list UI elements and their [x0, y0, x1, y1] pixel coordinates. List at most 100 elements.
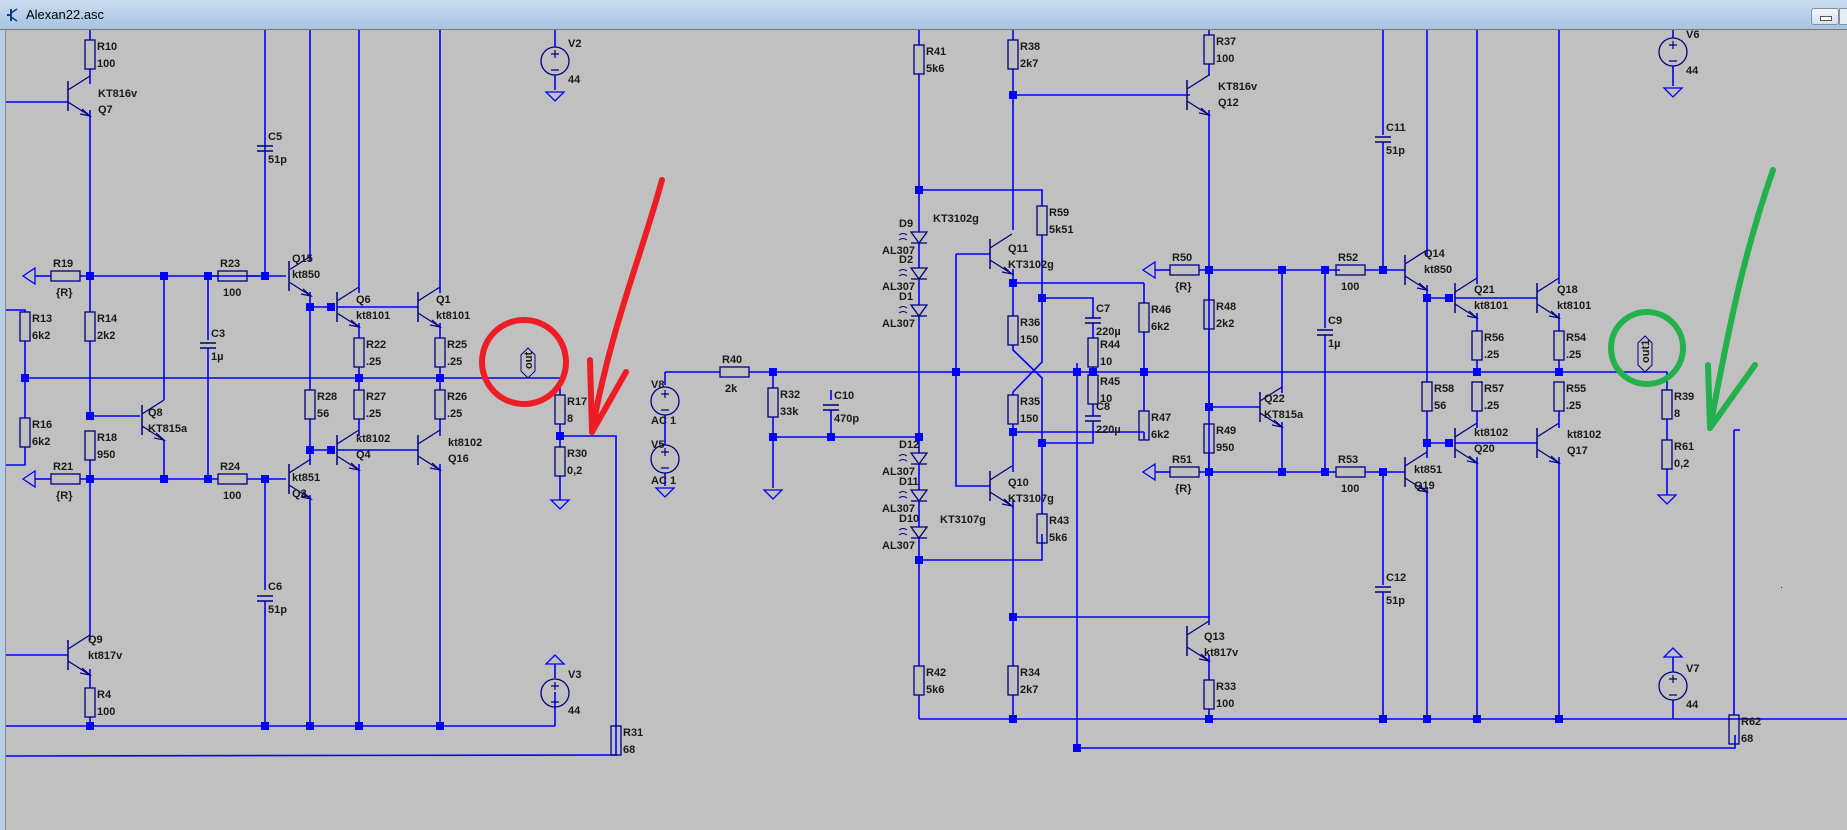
- resistor-r59[interactable]: [1036, 205, 1048, 236]
- resistor-body[interactable]: [1421, 381, 1433, 412]
- resistor-body[interactable]: [84, 430, 96, 461]
- transistor-q8[interactable]: [141, 399, 167, 442]
- wire[interactable]: [1077, 735, 1736, 749]
- voltage-source-v8[interactable]: [650, 386, 680, 416]
- transistor-q20[interactable]: [1454, 422, 1480, 465]
- resistor-body[interactable]: [434, 389, 446, 420]
- wire[interactable]: [919, 534, 1043, 561]
- capacitor-c10[interactable]: [823, 404, 839, 411]
- led-d10[interactable]: [898, 526, 929, 540]
- net-label-out[interactable]: out: [520, 347, 536, 379]
- resistor-r17[interactable]: [554, 394, 566, 425]
- resistor-body[interactable]: [1036, 205, 1048, 236]
- transistor-q13[interactable]: [1186, 620, 1212, 663]
- resistor-body[interactable]: [84, 311, 96, 342]
- transistor-q19[interactable]: [1404, 451, 1430, 494]
- resistor-body[interactable]: [304, 389, 316, 420]
- led-d11[interactable]: [898, 489, 929, 503]
- resistor-body[interactable]: [767, 387, 779, 418]
- resistor-r49[interactable]: [1203, 423, 1215, 454]
- resistor-r24[interactable]: [217, 473, 248, 485]
- transistor-q7[interactable]: [67, 75, 93, 118]
- resistor-r34[interactable]: [1007, 665, 1019, 696]
- transistor-q11[interactable]: [989, 233, 1015, 276]
- resistor-r25[interactable]: [434, 337, 446, 368]
- resistor-body[interactable]: [1007, 665, 1019, 696]
- wire[interactable]: [919, 189, 1043, 206]
- transistor-q21[interactable]: [1454, 277, 1480, 320]
- voltage-source-v6[interactable]: [1658, 37, 1688, 67]
- resistor-body[interactable]: [19, 417, 31, 448]
- resistor-r38[interactable]: [1007, 39, 1019, 70]
- resistor-body[interactable]: [1553, 330, 1565, 361]
- resistor-r54[interactable]: [1553, 330, 1565, 361]
- input-port-icon[interactable]: [1141, 462, 1156, 482]
- resistor-r32[interactable]: [767, 387, 779, 418]
- resistor-body[interactable]: [1471, 330, 1483, 361]
- wire[interactable]: [955, 254, 990, 487]
- resistor-body[interactable]: [1335, 264, 1366, 276]
- resistor-r22[interactable]: [353, 337, 365, 368]
- net-label-out1[interactable]: out1: [1637, 335, 1653, 373]
- resistor-body[interactable]: [1335, 466, 1366, 478]
- wire[interactable]: [5, 754, 617, 757]
- transistor-q4[interactable]: [336, 429, 362, 472]
- resistor-r37[interactable]: [1203, 34, 1215, 65]
- resistor-r56[interactable]: [1471, 330, 1483, 361]
- resistor-body[interactable]: [913, 665, 925, 696]
- resistor-body[interactable]: [554, 394, 566, 425]
- resistor-body[interactable]: [1203, 34, 1215, 65]
- resistor-body[interactable]: [1661, 439, 1673, 470]
- resistor-r4[interactable]: [84, 687, 96, 718]
- wire[interactable]: [6, 309, 26, 312]
- resistor-body[interactable]: [1203, 299, 1215, 330]
- resistor-body[interactable]: [1138, 410, 1150, 441]
- resistor-r51[interactable]: [1169, 466, 1200, 478]
- resistor-r55[interactable]: [1553, 381, 1565, 412]
- resistor-r46[interactable]: [1138, 302, 1150, 333]
- resistor-r14[interactable]: [84, 311, 96, 342]
- resistor-body[interactable]: [1661, 389, 1673, 420]
- resistor-body[interactable]: [1203, 679, 1215, 710]
- resistor-r19[interactable]: [50, 270, 81, 282]
- resistor-body[interactable]: [84, 687, 96, 718]
- resistor-r16[interactable]: [19, 417, 31, 448]
- resistor-body[interactable]: [1471, 381, 1483, 412]
- wire[interactable]: [1042, 297, 1094, 318]
- resistor-body[interactable]: [217, 270, 248, 282]
- resistor-body[interactable]: [50, 473, 81, 485]
- transistor-q17[interactable]: [1536, 422, 1562, 465]
- resistor-body[interactable]: [353, 337, 365, 368]
- input-port-icon[interactable]: [1141, 260, 1156, 280]
- transistor-q6[interactable]: [336, 286, 362, 329]
- resistor-r21[interactable]: [50, 473, 81, 485]
- transistor-q9[interactable]: [67, 634, 93, 677]
- resistor-r41[interactable]: [913, 44, 925, 75]
- capacitor-c5[interactable]: [257, 145, 273, 152]
- transistor-q14[interactable]: [1404, 249, 1430, 292]
- resistor-r18[interactable]: [84, 430, 96, 461]
- capacitor-c11[interactable]: [1375, 136, 1391, 143]
- transistor-q12[interactable]: [1186, 74, 1212, 117]
- capacitor-c7[interactable]: [1085, 317, 1101, 324]
- resistor-body[interactable]: [719, 366, 750, 378]
- resistor-body[interactable]: [1169, 264, 1200, 276]
- capacitor-c9[interactable]: [1317, 329, 1333, 336]
- transistor-q2[interactable]: [288, 458, 314, 501]
- transistor-q22[interactable]: [1259, 386, 1285, 429]
- resistor-r35[interactable]: [1007, 394, 1019, 425]
- resistor-body[interactable]: [217, 473, 248, 485]
- resistor-r36[interactable]: [1007, 315, 1019, 346]
- voltage-source-v5[interactable]: [650, 444, 680, 474]
- minimize-button[interactable]: [1811, 8, 1839, 25]
- resistor-body[interactable]: [1007, 394, 1019, 425]
- voltage-source-v2[interactable]: [540, 46, 570, 76]
- resistor-body[interactable]: [610, 725, 622, 756]
- resistor-body[interactable]: [1087, 337, 1099, 368]
- capacitor-c6[interactable]: [257, 595, 273, 602]
- transistor-q16[interactable]: [417, 429, 443, 472]
- resistor-r62[interactable]: [1728, 714, 1740, 745]
- resistor-body[interactable]: [554, 446, 566, 477]
- resistor-body[interactable]: [1553, 381, 1565, 412]
